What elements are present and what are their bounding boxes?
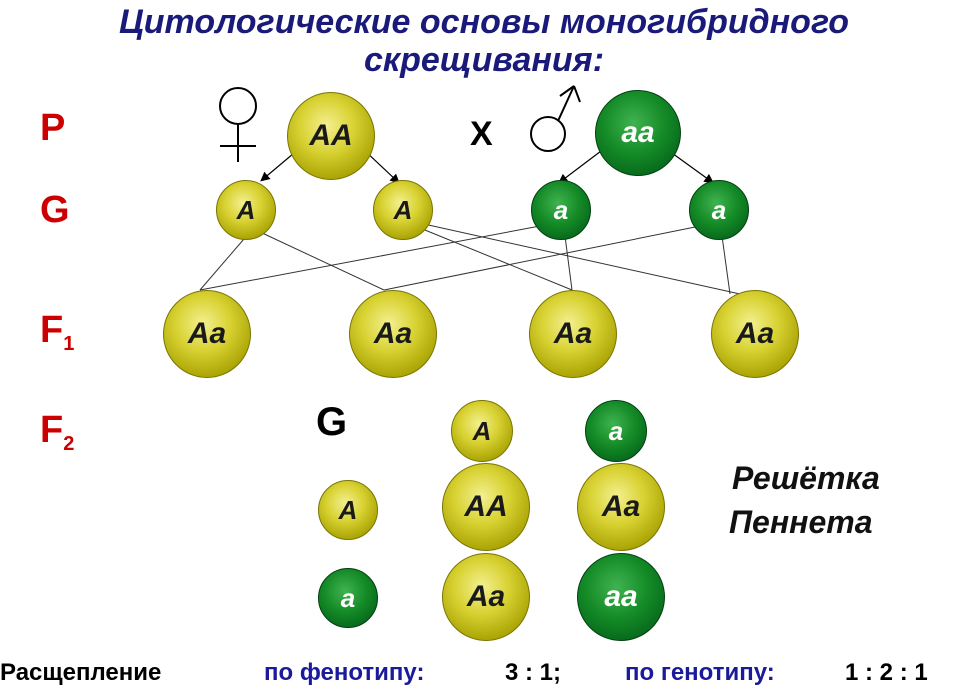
- footer-pheno-label: по фенотипу:: [264, 659, 425, 686]
- footer-pheno-ratio: 3 : 1;: [505, 659, 562, 686]
- label-f1: F1: [40, 309, 75, 355]
- f1-ball: Aa: [163, 290, 251, 378]
- gamete-ball: A: [216, 180, 276, 240]
- punnett-row-gamete: a: [318, 568, 378, 628]
- punnett-col-gamete: A: [451, 400, 513, 462]
- punnett-row-gamete: A: [318, 480, 378, 540]
- f1-ball: Aa: [711, 290, 799, 378]
- footer-label: Расщепление: [0, 659, 162, 686]
- punnett-gametes-label: G: [316, 400, 348, 444]
- parent-male-ball: aa: [595, 90, 681, 176]
- cross-sign: X: [470, 115, 493, 153]
- parent-female-ball: AA: [287, 92, 375, 180]
- punnett-cell: Aa: [442, 553, 530, 641]
- label-f2: F2: [40, 409, 75, 455]
- footer-geno-label: по генотипу:: [625, 659, 775, 686]
- punnett-cell: Aa: [577, 463, 665, 551]
- punnett-caption-line1: Решётка: [732, 460, 880, 496]
- punnett-cell: AA: [442, 463, 530, 551]
- punnett-caption-line2: Пеннета: [729, 504, 873, 540]
- male-symbol-icon: [530, 85, 581, 152]
- gamete-ball: a: [531, 180, 591, 240]
- label-g: G: [40, 189, 70, 231]
- gamete-ball: A: [373, 180, 433, 240]
- punnett-cell: aa: [577, 553, 665, 641]
- page-title-line2: скрещивания:: [363, 41, 605, 79]
- gamete-ball: a: [689, 180, 749, 240]
- punnett-col-gamete: a: [585, 400, 647, 462]
- f1-ball: Aa: [349, 290, 437, 378]
- f1-ball: Aa: [529, 290, 617, 378]
- page-title-line1: Цитологические основы моногибридного: [118, 3, 850, 41]
- label-p: P: [40, 107, 66, 149]
- female-symbol-icon: [219, 87, 257, 162]
- footer-geno-ratio: 1 : 2 : 1: [845, 659, 928, 686]
